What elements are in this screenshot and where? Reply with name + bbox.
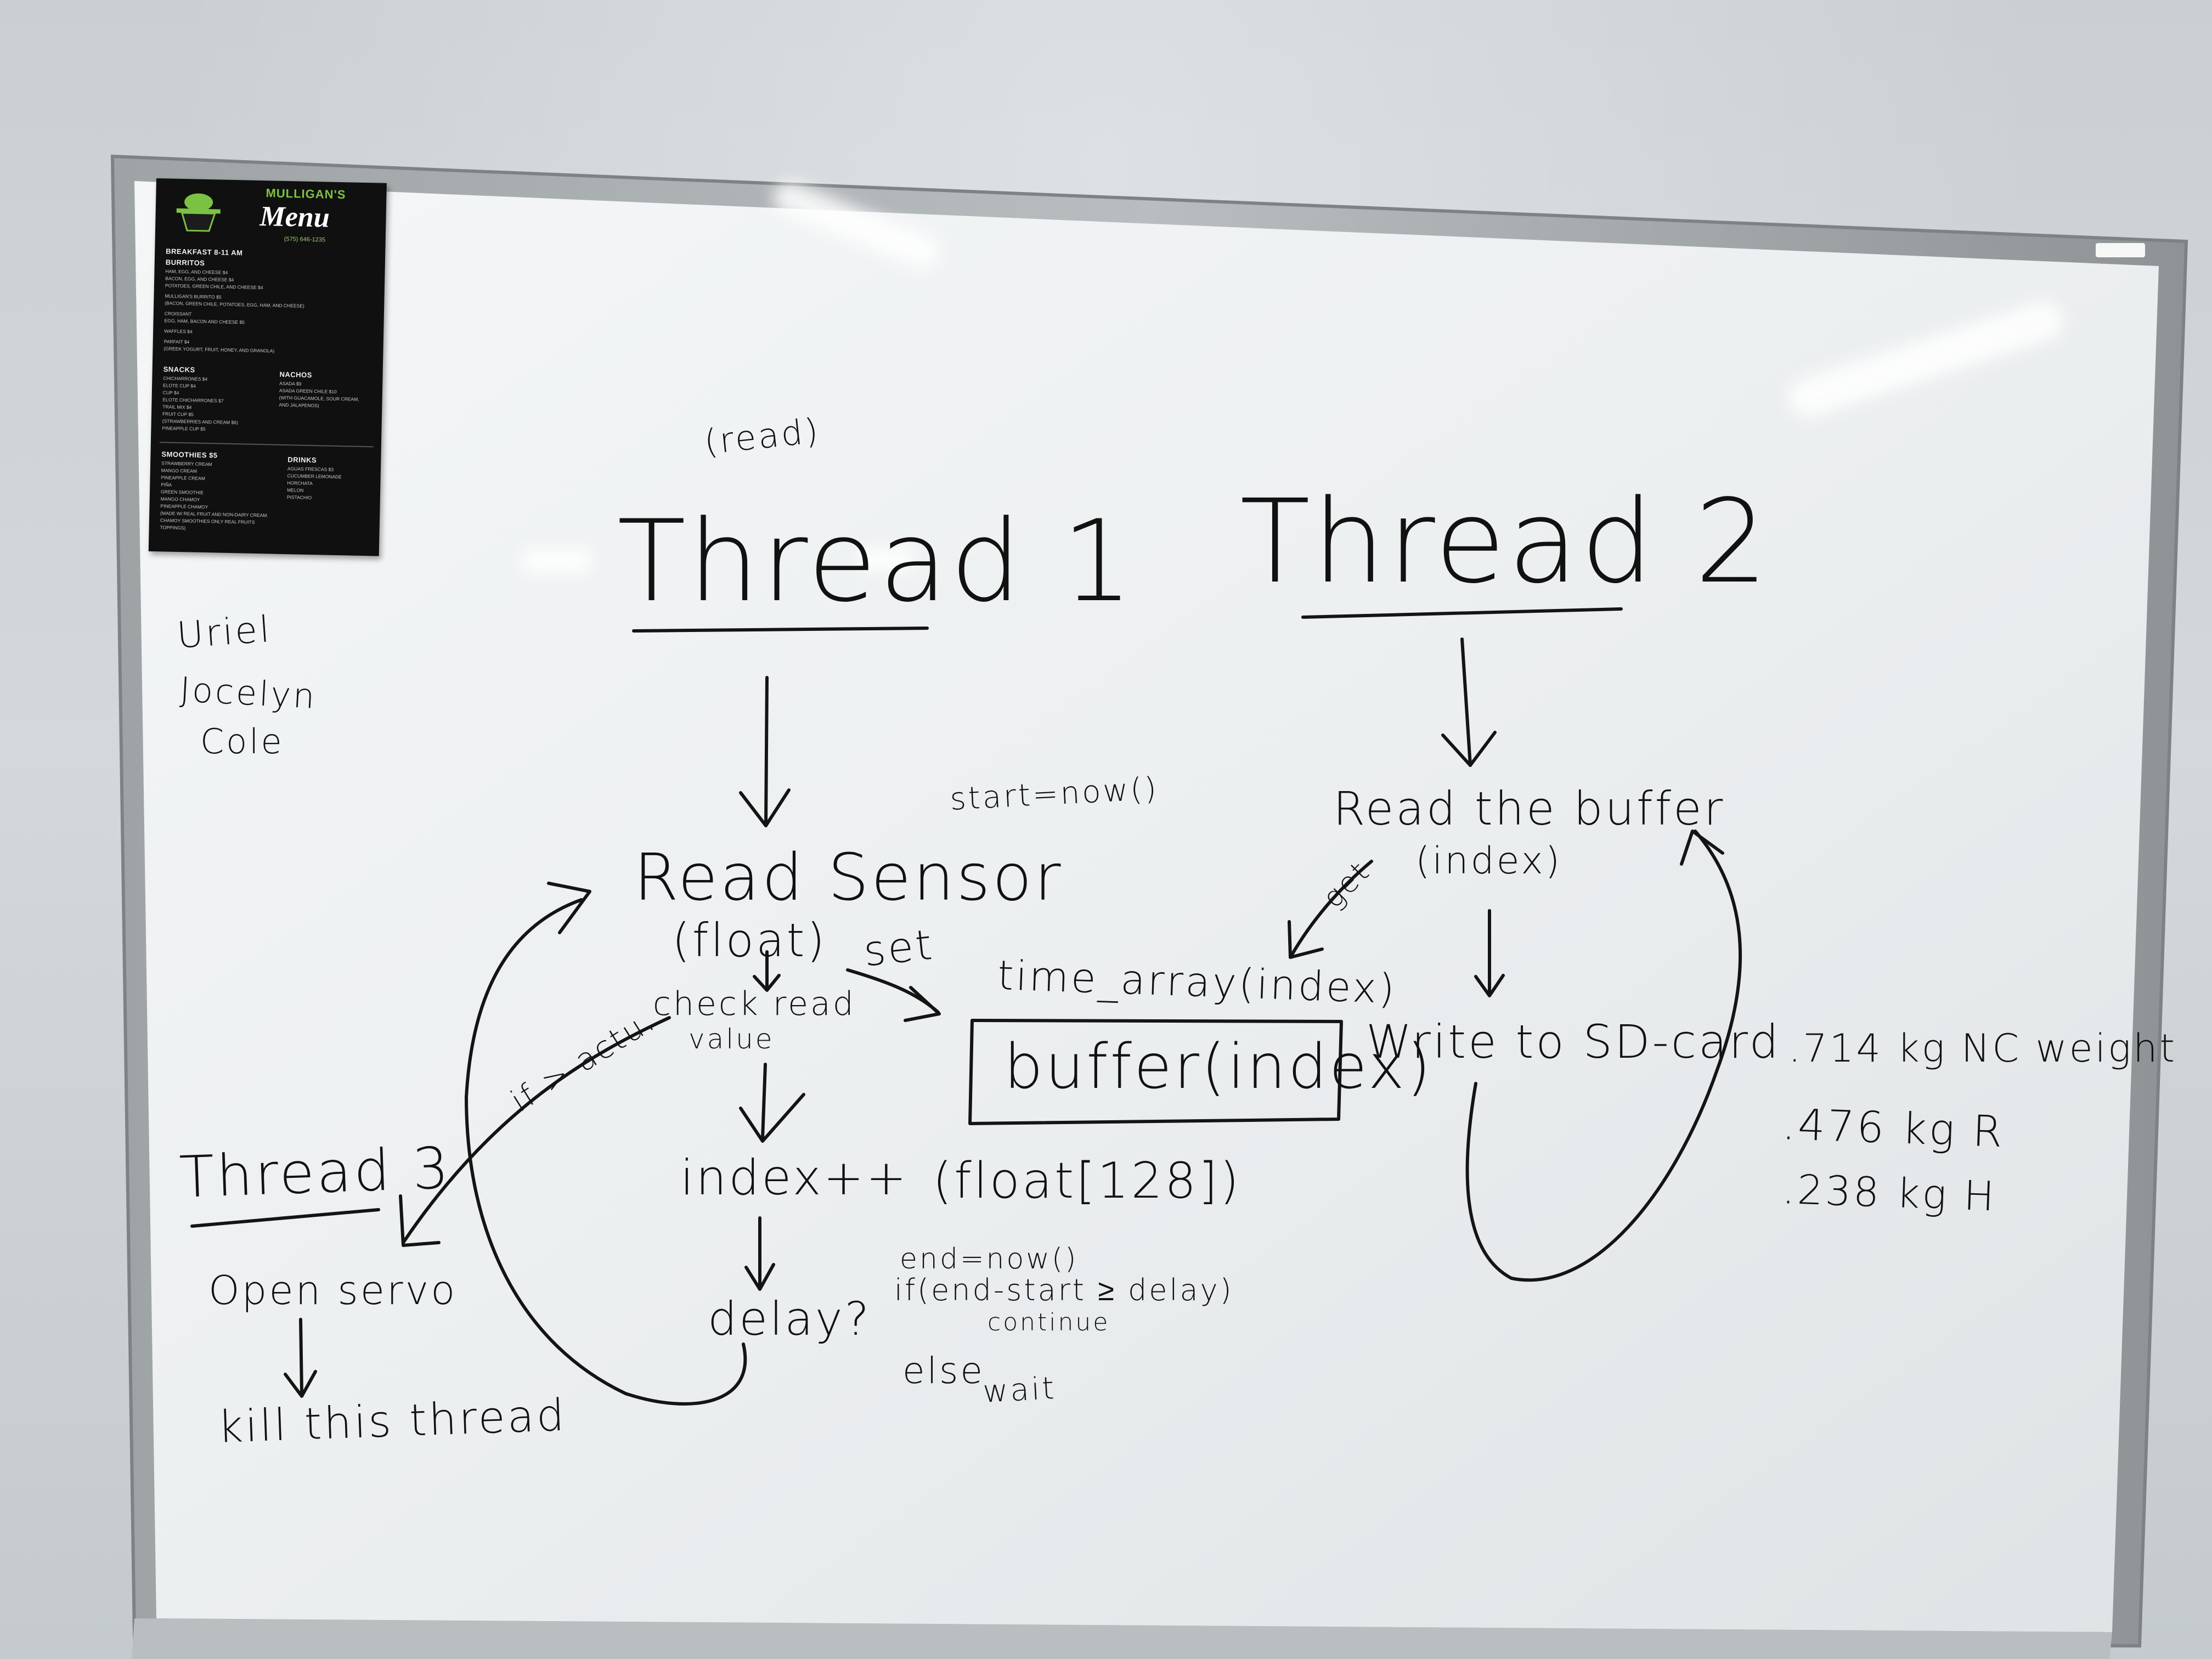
menu-burritos-header: BURRITOS — [165, 258, 205, 267]
menu-nachos-header: NACHOS — [279, 370, 313, 380]
menu-drinks-list: AGUAS FRESCAS $3 CUCUMBER LEMONADE HORCH… — [287, 465, 342, 502]
float-note: (float) — [672, 913, 827, 967]
check-value-label: value — [689, 1023, 775, 1055]
arrow-check-index — [739, 1063, 805, 1143]
check-read-label: check read — [653, 985, 856, 1023]
index-increment: index++ — [680, 1149, 909, 1206]
menu-line: AND JALAPENOS) — [279, 402, 319, 409]
open-servo-label: Open servo — [208, 1267, 458, 1313]
menu-flyer: MULLIGAN'S Menu (575) 646-1235 BREAKFAST… — [148, 178, 387, 556]
buffer-box — [968, 1019, 1343, 1125]
set-label: set — [861, 919, 936, 976]
thread1-underline — [632, 627, 929, 633]
weight-nc: .714 kg NC weight — [1788, 1026, 2177, 1071]
menu-snacks-header: SNACKS — [163, 365, 195, 374]
menu-breakfast-header: BREAKFAST 8-11 AM — [166, 247, 243, 257]
menu-smoothies-list: STRAWBERRY CREAM MANGO CREAM PINEAPPLE C… — [160, 460, 269, 533]
buffer-index-label: buffer(index) — [1004, 1031, 1433, 1103]
menu-logo-icon — [176, 193, 221, 232]
end-now: end=now() — [900, 1243, 1079, 1276]
menu-brand: MULLIGAN'S — [266, 186, 346, 202]
wait-label: wait — [982, 1370, 1057, 1410]
thread1-title: Thread 1 — [617, 496, 1136, 627]
menu-phone: (575) 646-1235 — [284, 235, 326, 244]
arrow-thread1-down — [739, 676, 791, 827]
menu-burritos-list: HAM, EGG, AND CHEESE $4 BACON, EGG, AND … — [163, 268, 305, 355]
arrow-servo-kill — [284, 1318, 317, 1398]
menu-smoothies-header: SMOOTHIES $5 — [161, 450, 218, 460]
read-buffer-label: Read the buffer — [1333, 782, 1725, 836]
thread3-title: Thread 3 — [178, 1134, 452, 1211]
weight-h: .238 kg H — [1781, 1166, 1997, 1221]
arrow-get-timearray — [1288, 860, 1373, 959]
weight-r: .476 kg R — [1781, 1100, 2006, 1158]
arrow-read-write — [1474, 909, 1505, 997]
menu-line: PISTACHIO — [286, 494, 312, 501]
whiteboard-surface — [134, 181, 2159, 1632]
name-cole: Cole — [200, 721, 284, 761]
float-array-label: (float[128]) — [933, 1152, 1242, 1210]
menu-line: TOPPINGS) — [160, 524, 186, 531]
else-label: else — [902, 1350, 985, 1392]
if-end-start: if(end-start ≥ delay) — [894, 1273, 1234, 1307]
continue-label: continue — [988, 1308, 1110, 1336]
arrow-set-buffer — [846, 968, 941, 1022]
thread3-underline — [190, 1208, 380, 1228]
arrow-loop-thread1 — [465, 882, 747, 1406]
arrow-if-thread3 — [399, 1016, 671, 1247]
menu-nachos-list: ASADA $9 ASADA GREEN CHILE $10 (WITH GUA… — [279, 380, 359, 410]
menu-divider — [159, 442, 374, 448]
arrow-index-delay — [744, 1216, 775, 1291]
arrow-thread2-down — [1441, 637, 1497, 767]
arrow-float-check — [753, 950, 781, 992]
read-sensor-label: Read Sensor — [634, 839, 1063, 915]
glare-4 — [856, 549, 916, 571]
glare-3 — [521, 549, 592, 573]
index-paren: (index) — [1415, 839, 1562, 883]
menu-drinks-header: DRINKS — [287, 455, 317, 465]
thread2-underline — [1301, 607, 1623, 619]
delay-question: delay? — [708, 1292, 872, 1346]
thread2-title: Thread 2 — [1240, 475, 1770, 609]
menu-line: PINEAPPLE CUP $5 — [162, 425, 206, 432]
menu-title: Menu — [259, 200, 330, 234]
menu-snacks-list: CHICHARRONES $4 ELOTE CUP $4 CUP $4 ELOT… — [162, 375, 239, 433]
arrow-loop-thread2 — [1465, 830, 1742, 1282]
menu-line: WAFFLES $4 — [164, 328, 193, 335]
name-jocelyn: Jocelyn — [179, 669, 318, 716]
name-uriel: Uriel — [176, 607, 273, 657]
write-sd-label: Write to SD-card — [1366, 1015, 1781, 1069]
